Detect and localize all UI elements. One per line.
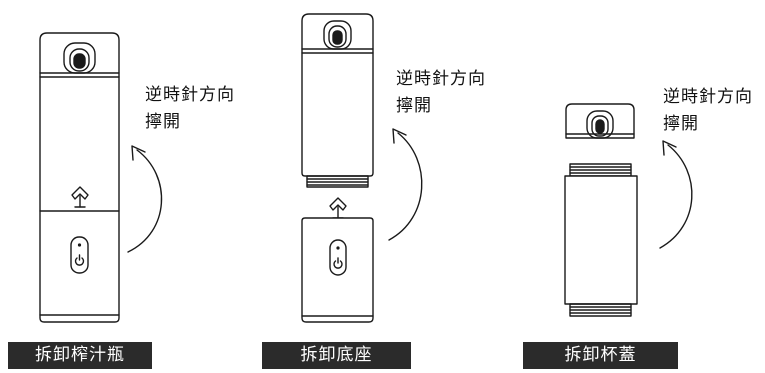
instruction-line: 擰開	[663, 114, 699, 134]
step3-instruction: 逆時針方向 擰開	[663, 84, 753, 138]
instruction-line: 逆時針方向	[396, 69, 486, 89]
instruction-line: 擰開	[396, 96, 432, 116]
assembled-blender	[39, 32, 120, 323]
rotation-arrow-icon	[659, 140, 693, 249]
blade-icon	[329, 197, 347, 219]
open-bottle	[564, 163, 638, 317]
instruction-line: 擰開	[145, 112, 181, 132]
bottle-lid	[565, 103, 635, 139]
step1-instruction: 逆時針方向 擰開	[145, 82, 235, 136]
step1-caption: 拆卸榨汁瓶	[8, 342, 152, 369]
power-icon	[70, 236, 89, 274]
instruction-line: 逆時針方向	[663, 87, 753, 107]
motor-base	[301, 197, 374, 323]
bottle-thread	[569, 303, 632, 317]
lid-handle-icon	[63, 42, 96, 74]
power-icon	[329, 239, 347, 276]
lid-handle-icon	[586, 110, 614, 139]
blade-icon	[71, 186, 89, 208]
bottle-thread	[306, 175, 369, 188]
step3-caption: 拆卸杯蓋	[523, 342, 678, 369]
instruction-line: 逆時針方向	[145, 85, 235, 105]
bottle-thread	[569, 163, 632, 177]
step2-caption: 拆卸底座	[262, 342, 411, 369]
rotation-arrow-icon	[388, 128, 423, 241]
rotation-arrow-icon	[127, 145, 163, 253]
lid-handle-icon	[323, 20, 352, 50]
blender-bottle	[301, 13, 374, 188]
step2-instruction: 逆時針方向 擰開	[396, 66, 486, 120]
